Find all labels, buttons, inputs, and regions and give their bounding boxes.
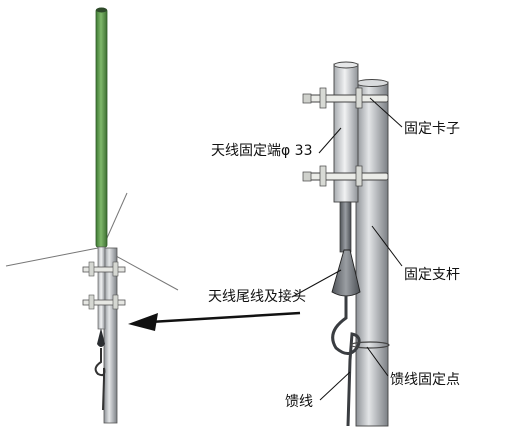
tail-connector [331,249,361,297]
pointer-arrow [128,311,301,331]
antenna-fixed-end [333,63,359,203]
leader-feeder [319,371,351,401]
left-support-pole [103,247,118,424]
left-antenna-assembly [5,7,179,424]
label-support-pole: 固定支杆 [404,267,460,283]
left-connector [97,328,105,347]
leader-support-pole [371,225,403,267]
antenna-radome [95,8,108,248]
left-feeder-cable [94,348,106,411]
radome-cap [96,7,107,13]
left-clamp-lower [82,294,126,310]
label-clamp: 固定卡子 [404,121,460,137]
label-feeder-fixed-point: 馈线固定点 [390,372,460,388]
clamp-lower [302,165,389,187]
feeder-tie [350,341,390,349]
label-feeder: 馈线 [285,394,313,410]
leader-clamp [369,97,403,128]
label-antenna-fixed-end: 天线固定端φ 33 [211,143,313,159]
label-tail-and-connector: 天线尾线及接头 [208,289,306,305]
right-detail-assembly [302,61,390,427]
leader-fixed-end [318,127,342,154]
left-clamp-upper [82,261,126,277]
antenna-neck [339,201,352,253]
leader-lines [291,97,403,401]
support-pole [355,81,389,427]
leader-feeder-fixed [366,346,389,377]
clamp-upper [302,87,389,109]
feeder-cable [331,296,361,427]
leader-tail [291,269,342,298]
antenna-lower-tube [97,246,106,330]
radial-left [5,246,104,267]
